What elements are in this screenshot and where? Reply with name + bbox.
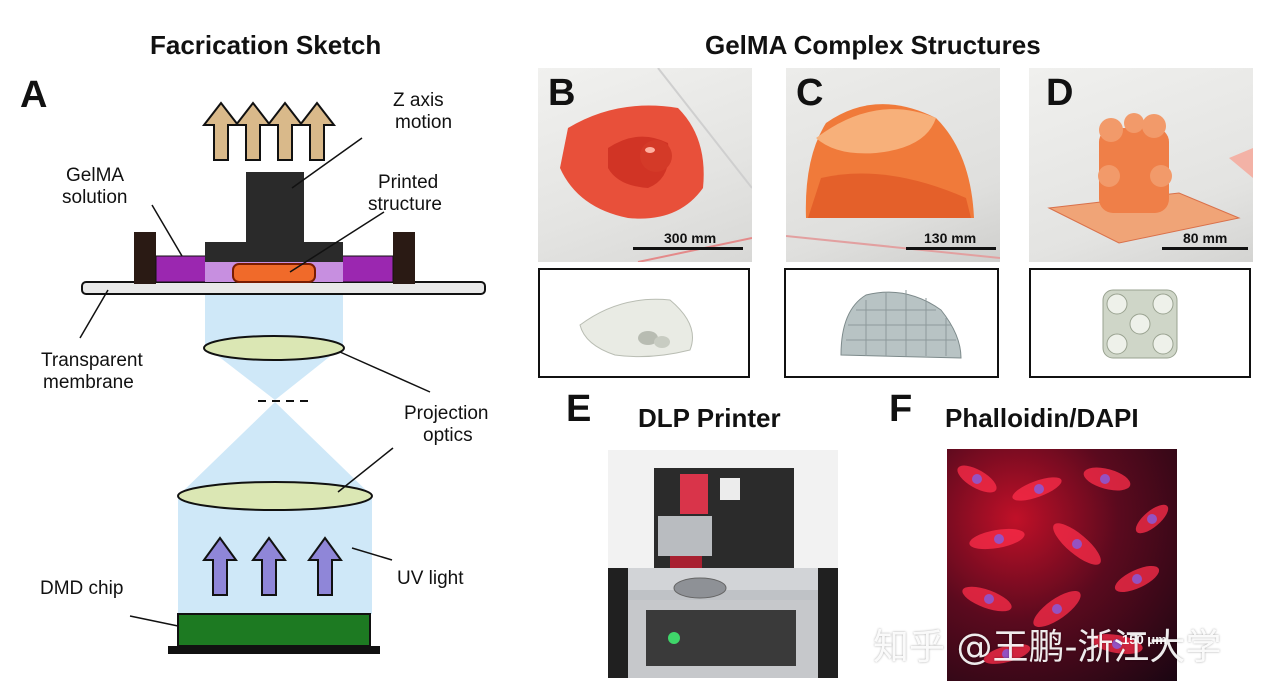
render-c <box>784 268 999 378</box>
uv-arrow-2 <box>251 536 287 596</box>
vat-wall-left <box>134 232 156 284</box>
lower-lens <box>177 481 373 511</box>
phalloidin-dapi-image <box>947 449 1177 681</box>
photo-d <box>1029 68 1253 262</box>
render-d-model <box>1102 289 1178 359</box>
upper-lens <box>203 335 345 361</box>
cell-stain-pattern <box>957 465 1169 664</box>
letter-c: C <box>796 72 824 114</box>
render-b-model <box>579 298 693 358</box>
vat-wall-right <box>393 232 415 284</box>
scale-bar-d <box>1162 247 1248 250</box>
scale-bar-c <box>906 247 996 250</box>
gelma-label-line2: solution <box>62 187 128 208</box>
up-arrow-1 <box>201 101 241 161</box>
z-axis-label-line1: Z axis <box>393 90 444 111</box>
build-platform <box>205 242 343 262</box>
panel-e-title: DLP Printer <box>638 403 781 433</box>
letter-b: B <box>548 72 576 114</box>
letter-e: E <box>566 388 592 430</box>
render-c-model <box>840 290 962 359</box>
z-axis-arrows <box>201 101 337 161</box>
panel-a-title: Facrication Sketch <box>150 30 382 60</box>
dlp-printer-drawing <box>608 450 838 678</box>
photo-b <box>538 68 752 262</box>
membrane-label-line1: Transparent <box>41 350 143 371</box>
render-d <box>1029 268 1251 378</box>
printed-label-line2: structure <box>368 194 442 215</box>
lower-light-cone <box>178 402 372 496</box>
uv-light-arrows <box>202 536 343 596</box>
leader-lines <box>79 137 431 627</box>
gelma-gel-b-shape <box>560 68 752 262</box>
up-arrow-3 <box>265 101 305 161</box>
gelma-panel-title: GelMA Complex Structures <box>705 30 1041 60</box>
printed-structure <box>232 263 316 283</box>
dmd-base <box>168 646 380 654</box>
z-axis-label-line2: motion <box>395 112 453 133</box>
projection-label-line2: optics <box>423 425 473 446</box>
membrane-label-line2: membrane <box>43 372 134 393</box>
panel-a-letter: A <box>20 74 48 116</box>
gelma-gel-c-shape <box>786 104 1000 259</box>
up-arrow-4 <box>297 101 337 161</box>
dmd-chip-label: DMD chip <box>40 578 124 599</box>
uv-light-label: UV light <box>397 568 464 589</box>
printed-label-line1: Printed <box>378 172 439 193</box>
panel-f-scale-label: 150 μm <box>1122 632 1167 647</box>
upper-light-cone <box>205 346 343 400</box>
watermark-text: 知乎 @王鹏-浙江大学 <box>873 627 1222 668</box>
projection-label-line1: Projection <box>404 403 489 424</box>
scale-label-c: 130 mm <box>924 230 977 246</box>
dmd-chip <box>177 613 371 647</box>
scale-label-d: 80 mm <box>1183 230 1228 246</box>
fabrication-sketch-diagram <box>79 101 486 654</box>
letter-d: D <box>1046 72 1074 114</box>
letter-f: F <box>889 388 913 430</box>
scale-bar-b <box>633 247 743 250</box>
uv-arrow-3 <box>307 536 343 596</box>
platform-shaft <box>246 172 304 244</box>
up-arrow-2 <box>233 101 273 161</box>
scale-label-b: 300 mm <box>664 230 717 246</box>
render-b <box>538 268 750 378</box>
dlp-printer-photo <box>608 450 838 678</box>
gelma-label-line1: GelMA <box>66 165 125 186</box>
gelma-gel-d-shape <box>1047 113 1253 244</box>
panel-f-title: Phalloidin/DAPI <box>945 403 1139 433</box>
uv-arrow-1 <box>202 536 238 596</box>
photo-c <box>786 68 1000 262</box>
